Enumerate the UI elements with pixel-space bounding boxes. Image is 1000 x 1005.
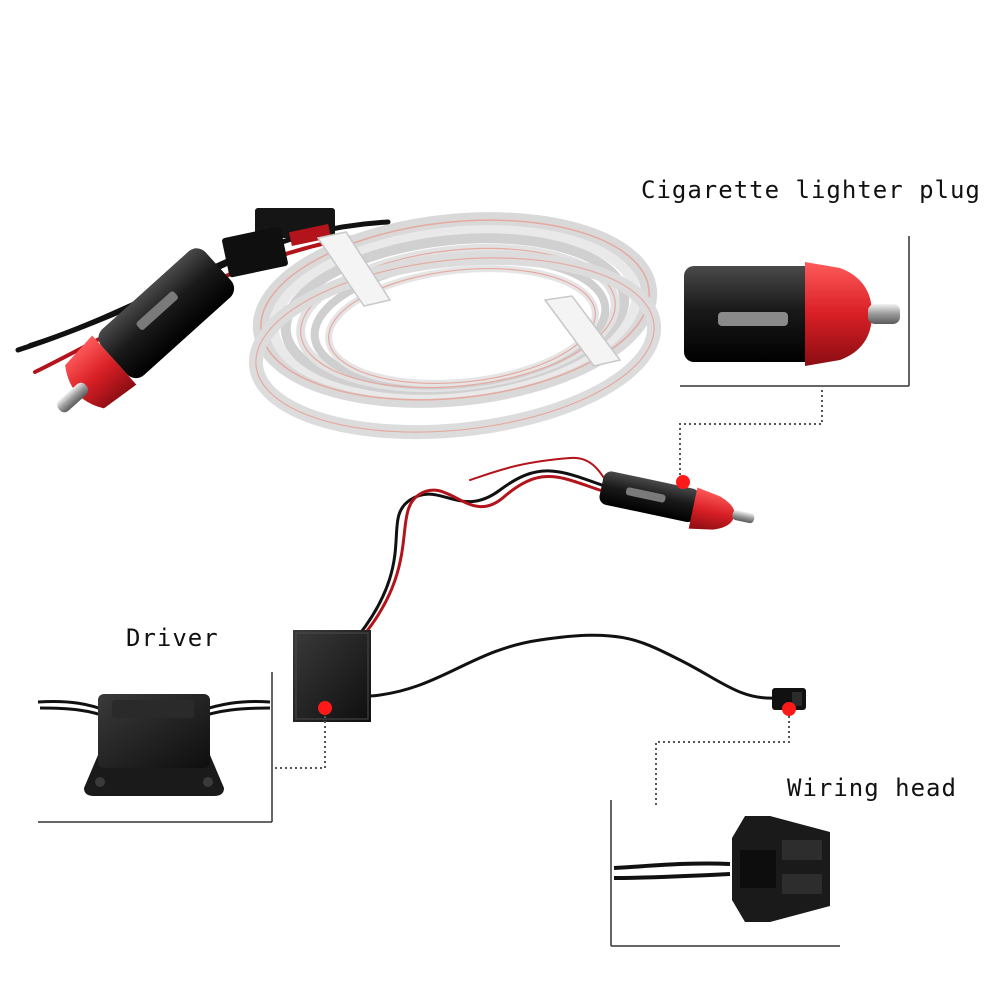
main-assembly xyxy=(293,456,806,722)
power-cable xyxy=(353,456,614,644)
dotted-connector-wiring xyxy=(655,716,790,806)
callout-cigarette-plug xyxy=(680,236,910,387)
driver-box xyxy=(293,630,371,722)
label-driver: Driver xyxy=(126,624,219,652)
marker-wiring-head xyxy=(782,702,796,716)
marker-plug xyxy=(676,475,690,489)
cigarette-plug-closeup xyxy=(684,262,900,366)
label-wiring-head: Wiring head xyxy=(787,774,957,802)
output-cable xyxy=(370,633,776,700)
product-cigarette-plug xyxy=(57,248,235,413)
wiring-head-closeup xyxy=(613,816,830,922)
marker-driver xyxy=(318,701,332,715)
cable-ties xyxy=(316,231,622,367)
product-connector-block xyxy=(222,208,335,278)
callout-frame xyxy=(680,236,910,387)
callout-frame xyxy=(38,672,273,823)
callout-wiring-head xyxy=(610,800,840,947)
el-wire-coil xyxy=(248,212,662,440)
cigarette-plug xyxy=(599,471,755,530)
callout-driver xyxy=(37,672,273,823)
driver-closeup xyxy=(37,694,271,796)
callout-frame xyxy=(610,800,840,947)
label-cigarette-plug: Cigarette lighter plug xyxy=(641,176,981,204)
product-photo xyxy=(15,208,662,440)
dotted-connector-plug xyxy=(679,390,823,480)
dotted-connector-driver xyxy=(274,716,326,769)
wiring-head-small xyxy=(772,688,806,710)
